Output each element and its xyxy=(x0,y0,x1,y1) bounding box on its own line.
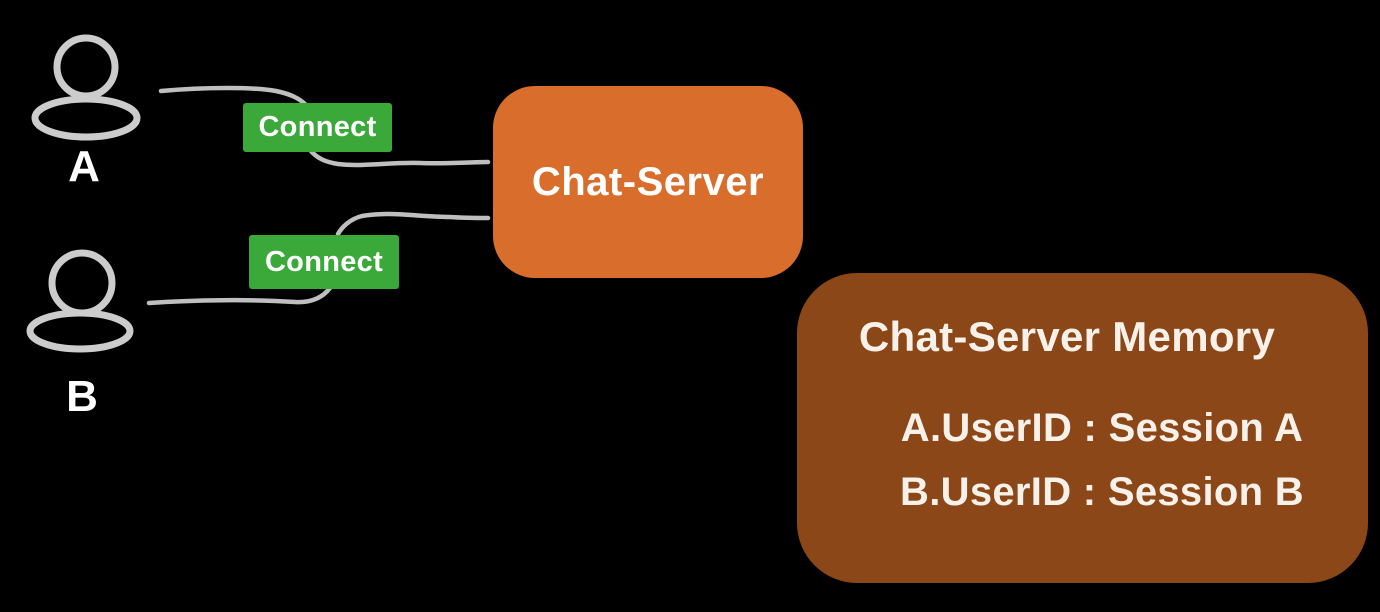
user-a-label: A xyxy=(68,142,100,191)
chat-server-label: Chat-Server xyxy=(531,159,765,204)
chat-server-memory-box: Chat-Server Memory A.UserID : Session A … xyxy=(797,273,1368,583)
memory-title: Chat-Server Memory xyxy=(858,313,1276,360)
connect-badge-a: Connect xyxy=(243,103,392,152)
memory-entry-b: B.UserID : Session B xyxy=(900,470,1304,514)
connect-badge-b: Connect xyxy=(249,235,399,289)
wire-user-a-to-badge xyxy=(158,85,309,108)
wire-user-b-to-badge xyxy=(146,285,333,306)
user-a-person-icon xyxy=(31,34,141,141)
user-b-person-icon xyxy=(26,249,134,353)
wire-badge-to-server-a xyxy=(308,148,491,168)
wire-badge-to-server-b xyxy=(335,211,491,237)
user-b-label: B xyxy=(66,372,98,421)
chat-server-box: Chat-Server xyxy=(493,86,803,278)
memory-entry-a: A.UserID : Session A xyxy=(900,406,1304,450)
